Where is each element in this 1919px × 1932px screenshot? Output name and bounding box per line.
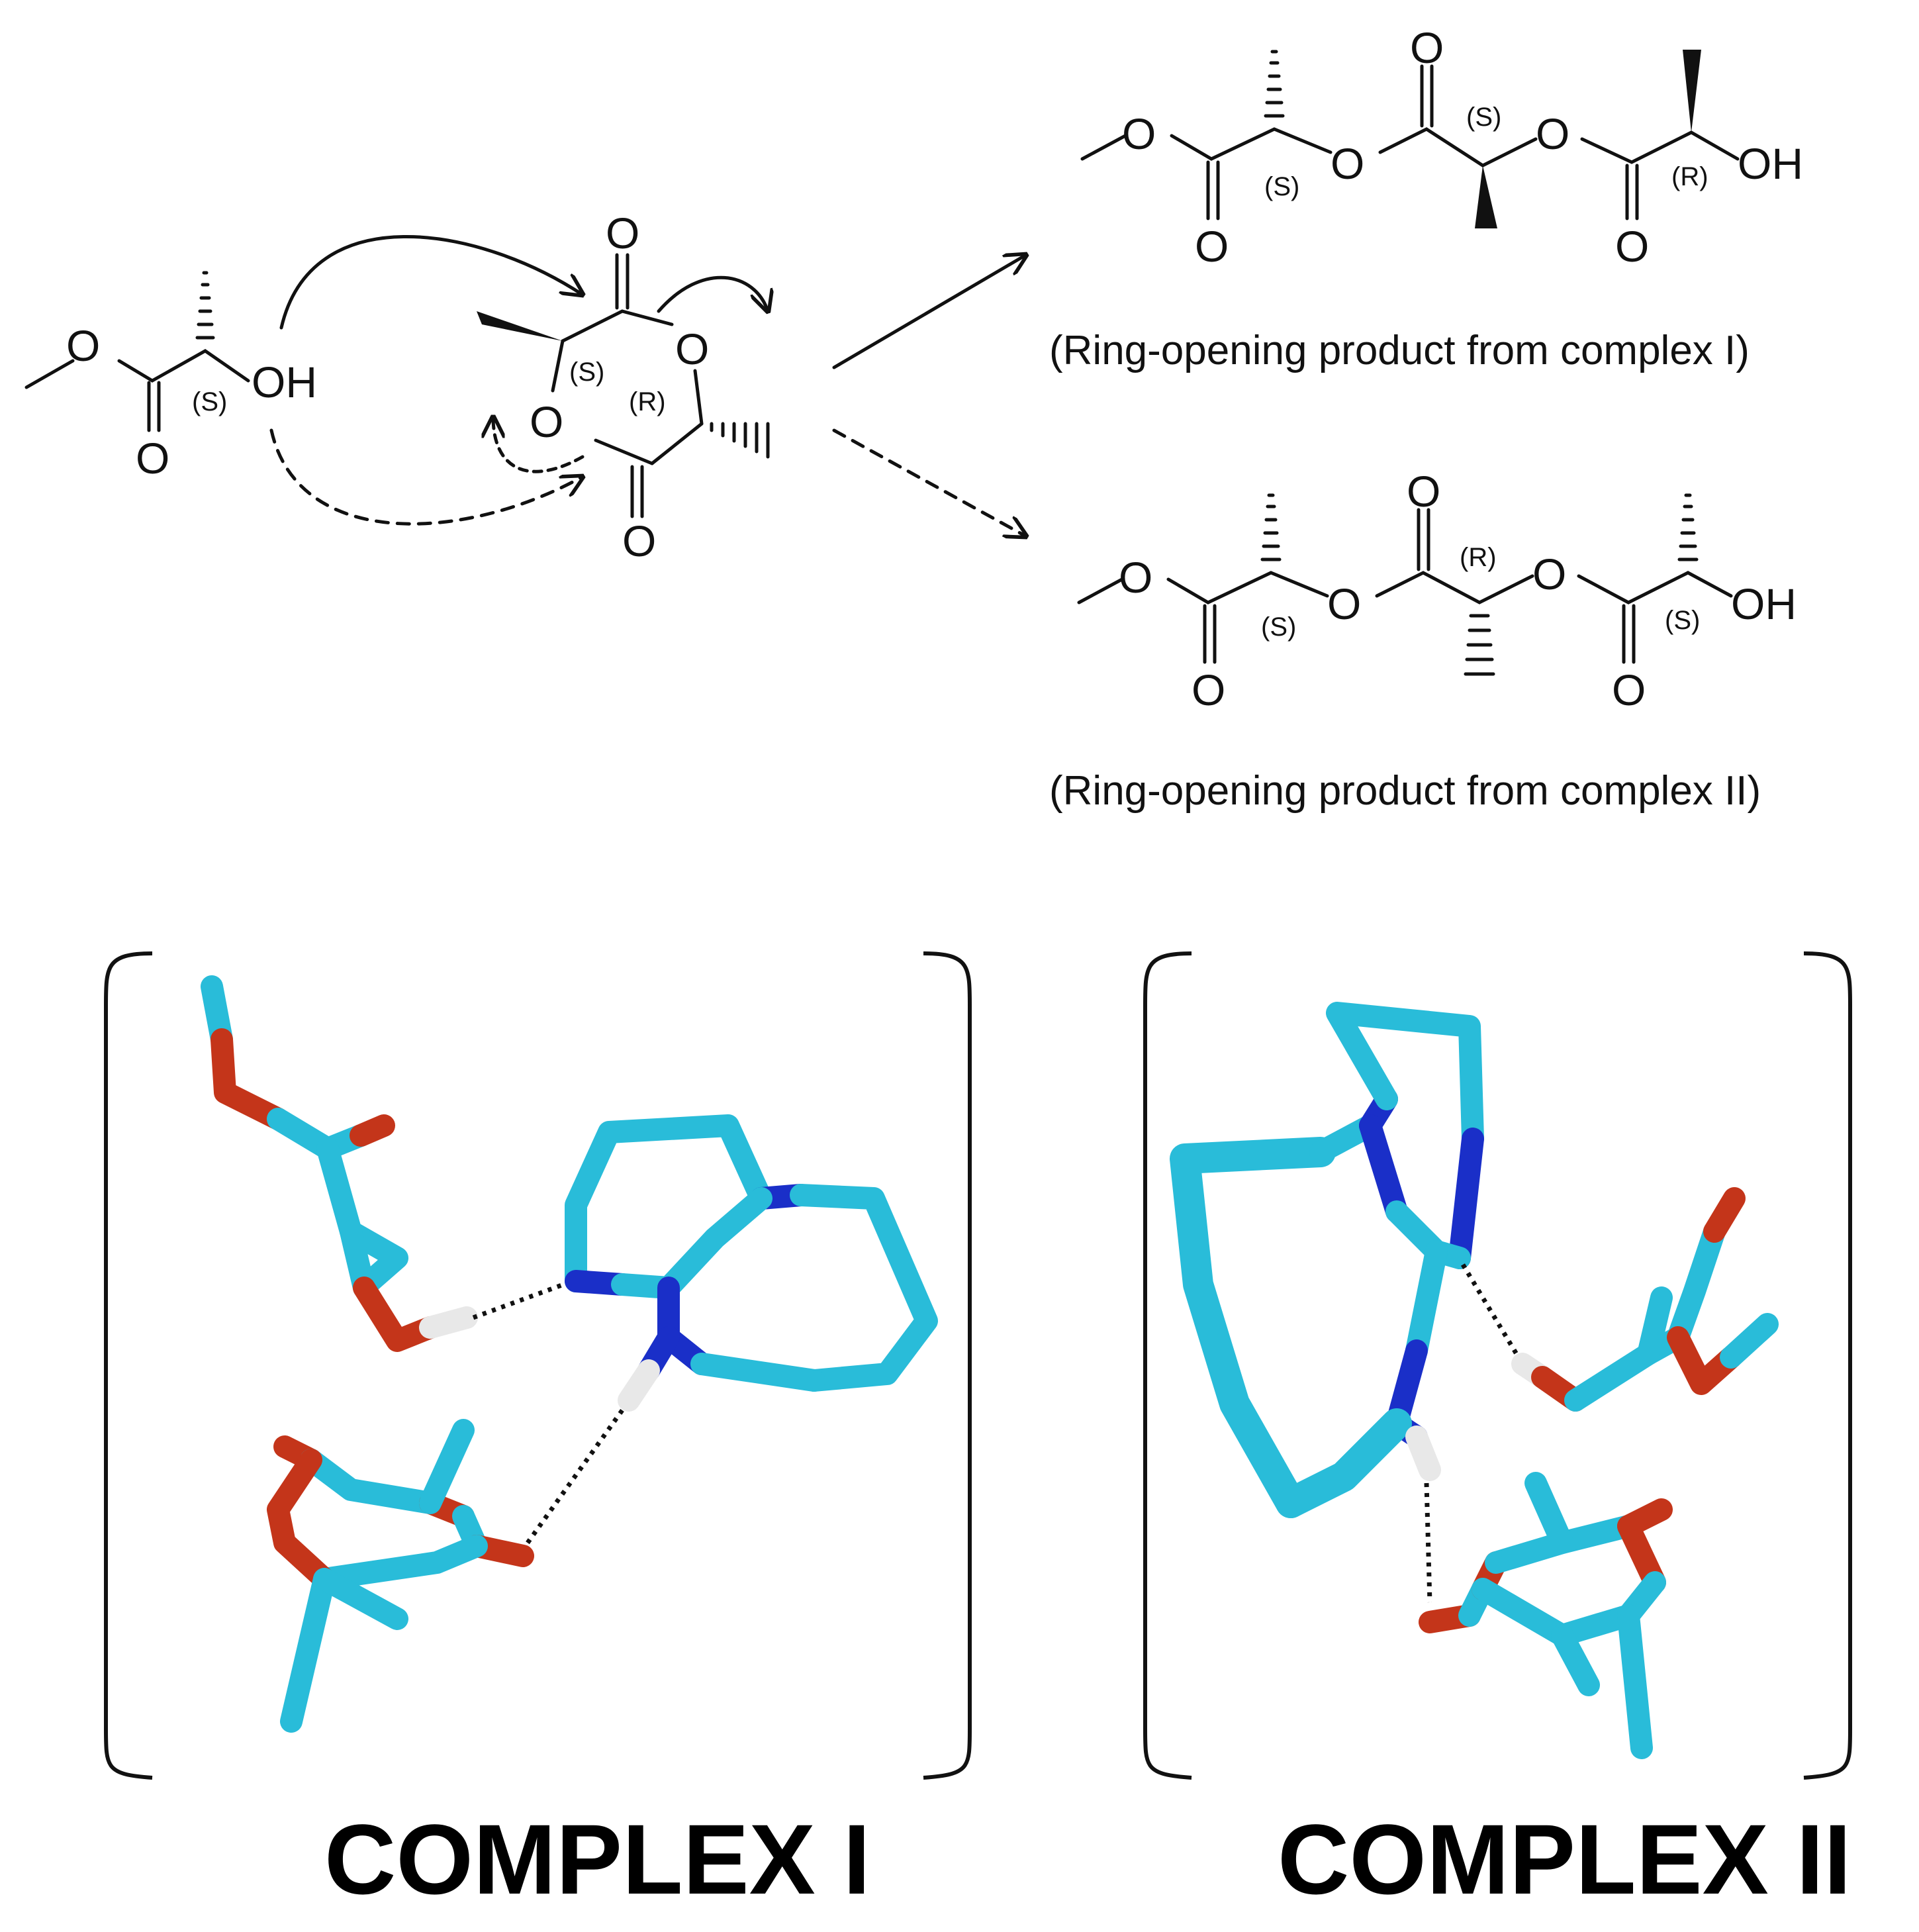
product2-ester-oxygen: O bbox=[1119, 553, 1152, 602]
stereo-label: (S) bbox=[1264, 172, 1299, 201]
product-complex-2: O O O O O O OH (S) (R) (S) (Ring-opening… bbox=[1049, 467, 1797, 814]
wedge-bond bbox=[477, 311, 563, 341]
complex2-title: COMPLEX II bbox=[1278, 1804, 1851, 1915]
ester-oxygen-label: O bbox=[66, 321, 100, 370]
hydrogen-bond bbox=[521, 1408, 624, 1551]
product2-carbonyl-oxygen: O bbox=[1192, 665, 1225, 714]
lactide-molecule: O O O O (S) (R) bbox=[477, 209, 770, 565]
hashed-wedge-bond bbox=[195, 271, 215, 340]
product1-hydroxyl: OH bbox=[1738, 139, 1803, 188]
complex1-title: COMPLEX I bbox=[324, 1804, 870, 1915]
product2-hydroxyl: OH bbox=[1731, 579, 1797, 628]
product1-ester-oxygen: O bbox=[1122, 109, 1156, 158]
hydroxyl-label: OH bbox=[252, 358, 317, 407]
wedge-bond bbox=[1475, 166, 1497, 228]
lactide-oxygen-ring-left: O bbox=[530, 397, 563, 446]
product1-carbonyl-oxygen: O bbox=[1410, 23, 1444, 72]
reaction-arrow-solid bbox=[832, 255, 1026, 369]
complex1-tbd-sticks bbox=[565, 1114, 938, 1412]
complex1-methyl-lactate-sticks bbox=[201, 975, 478, 1352]
nucleophilic-attack-arrow bbox=[279, 235, 583, 330]
hashed-wedge-bond bbox=[1677, 493, 1699, 561]
lactide-oxygen-ring-right: O bbox=[675, 324, 709, 373]
stereo-label: (S) bbox=[1665, 606, 1700, 635]
stereo-label: (R) bbox=[629, 387, 666, 416]
dashed-ring-opening-arrow bbox=[493, 417, 585, 473]
hashed-wedge-bond bbox=[710, 422, 770, 459]
hydrogen-bond bbox=[1424, 1482, 1432, 1603]
ring-opening-arrow bbox=[657, 275, 768, 311]
complex2-tbd-sticks bbox=[1170, 1002, 1484, 1518]
complex-2-panel: COMPLEX II bbox=[1143, 951, 1852, 1915]
product2-link-oxygen: O bbox=[1327, 579, 1361, 628]
product-complex-1: O O O O O O OH (S) (S) (R) (Ring-opening… bbox=[1049, 23, 1803, 373]
complex2-methyl-lactate-sticks bbox=[1511, 1187, 1779, 1412]
stereo-label: (S) bbox=[1261, 612, 1296, 642]
product1-link-oxygen: O bbox=[1331, 139, 1364, 188]
hydrogen-bond bbox=[472, 1279, 574, 1320]
left-bracket bbox=[1143, 951, 1192, 1780]
stereo-label: (S) bbox=[1466, 103, 1501, 132]
hashed-wedge-bond bbox=[1464, 614, 1495, 676]
right-bracket bbox=[1803, 951, 1852, 1780]
lactide-oxygen-bottom: O bbox=[622, 516, 656, 565]
product2-caption: (Ring-opening product from complex II) bbox=[1049, 768, 1761, 814]
wedge-bond bbox=[1683, 50, 1701, 132]
hashed-wedge-bond bbox=[1260, 493, 1282, 561]
reaction-arrow-dashed bbox=[832, 428, 1026, 536]
reactant-methyl-lactate: O OH O (S) bbox=[24, 271, 317, 483]
product1-carbonyl-oxygen: O bbox=[1195, 222, 1229, 271]
complex1-lactide-sticks bbox=[267, 1419, 534, 1733]
mechanism-arrows bbox=[269, 235, 1026, 536]
stereo-label: (S) bbox=[569, 358, 604, 387]
right-bracket bbox=[923, 951, 972, 1780]
product2-carbonyl-oxygen: O bbox=[1407, 467, 1440, 516]
product1-link-oxygen: O bbox=[1536, 109, 1569, 158]
complex2-lactide-sticks bbox=[1419, 1472, 1673, 1759]
lactide-oxygen-top: O bbox=[606, 209, 639, 258]
hashed-wedge-bond bbox=[1264, 50, 1285, 118]
carbonyl-oxygen-label: O bbox=[136, 434, 169, 483]
stereo-label: (R) bbox=[1671, 162, 1708, 191]
product1-caption: (Ring-opening product from complex I) bbox=[1049, 328, 1750, 373]
left-bracket bbox=[104, 951, 153, 1780]
product2-link-oxygen: O bbox=[1532, 550, 1566, 599]
complex-1-panel: COMPLEX I bbox=[104, 951, 972, 1915]
product1-carbonyl-oxygen: O bbox=[1615, 222, 1649, 271]
dashed-attack-arrow bbox=[269, 428, 583, 526]
stereo-label: (R) bbox=[1460, 543, 1497, 572]
product2-carbonyl-oxygen: O bbox=[1612, 665, 1646, 714]
hydrogen-bond bbox=[1460, 1263, 1525, 1365]
stereo-label: (S) bbox=[192, 387, 227, 416]
